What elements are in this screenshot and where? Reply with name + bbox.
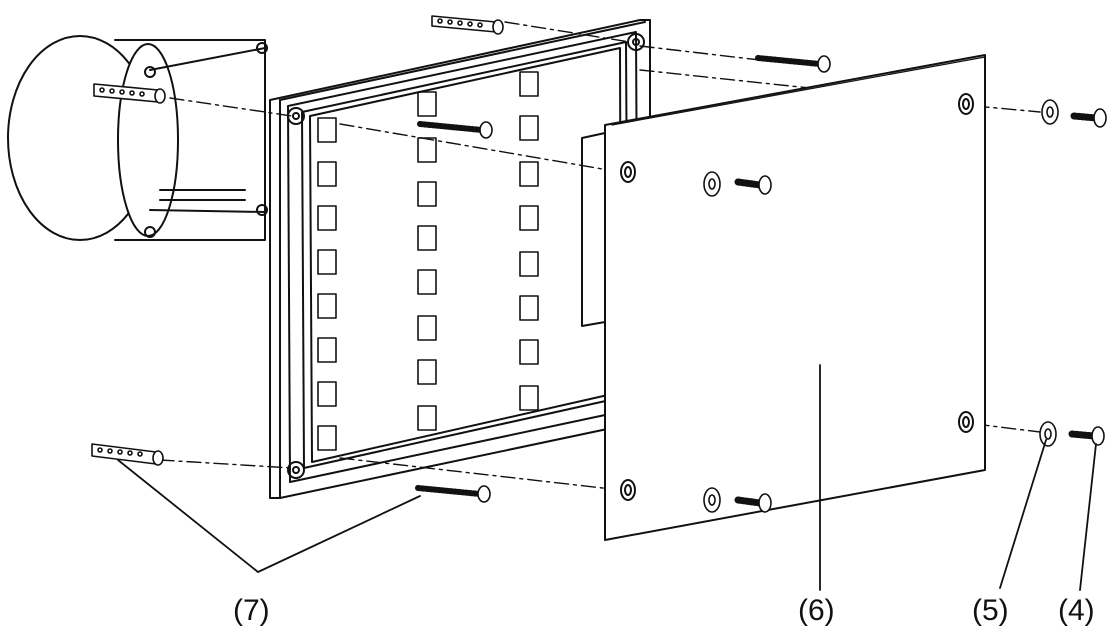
leader-lines bbox=[117, 364, 1097, 591]
key-windows-left bbox=[317, 117, 337, 451]
washers bbox=[703, 99, 1059, 513]
label-item-4: (4) bbox=[1058, 594, 1095, 627]
key-windows-right bbox=[519, 71, 539, 411]
label-item-7: (7) bbox=[233, 594, 270, 627]
long-screws bbox=[415, 55, 831, 503]
key-windows-middle bbox=[417, 91, 437, 431]
label-item-5: (5) bbox=[972, 594, 1009, 627]
wall-plugs bbox=[91, 15, 504, 466]
cover-plate bbox=[604, 54, 986, 541]
mounting-frame bbox=[269, 19, 651, 499]
label-item-6: (6) bbox=[798, 594, 835, 627]
short-screws bbox=[734, 108, 1107, 513]
back-box bbox=[7, 35, 268, 241]
